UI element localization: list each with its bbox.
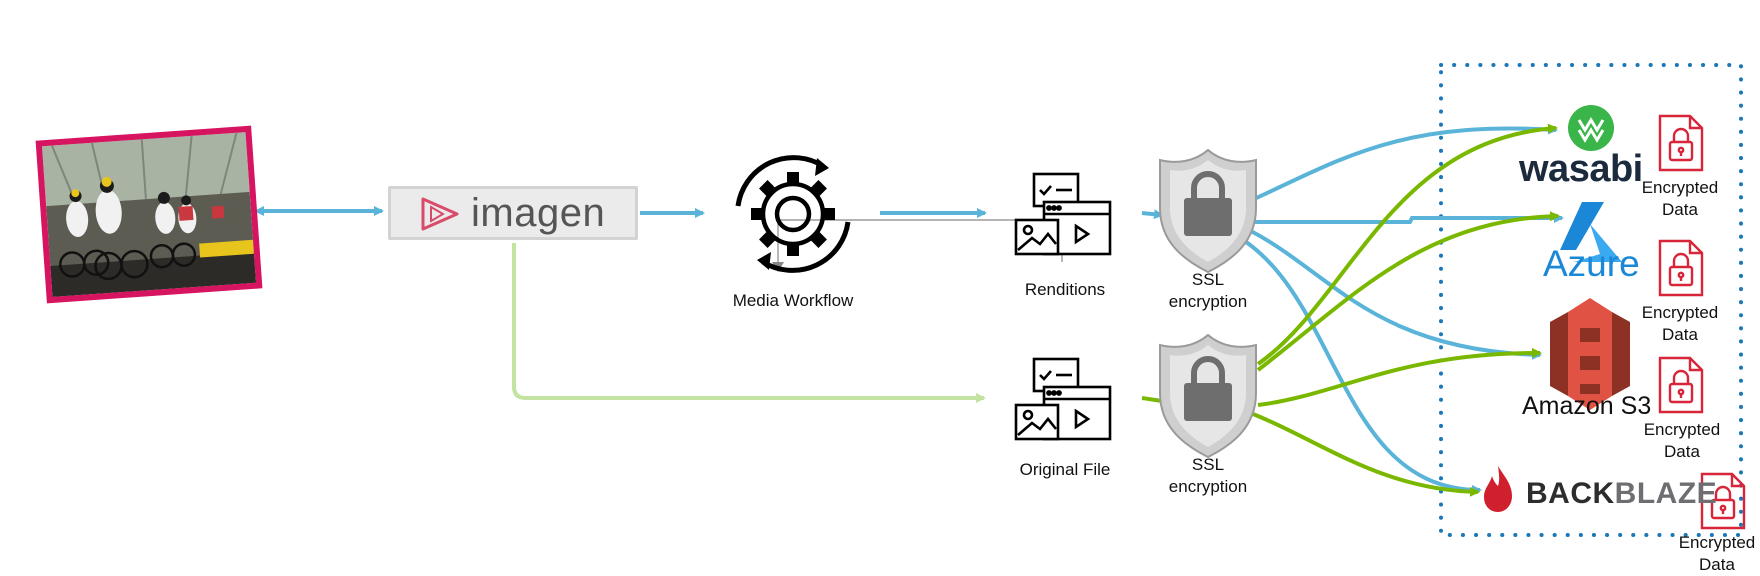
gear-icon (735, 155, 851, 273)
imagen-play-icon (421, 197, 459, 231)
flow-ssl2-azure (1256, 211, 1560, 372)
flow-ssl2-wasabi (1256, 123, 1558, 366)
shield-lock-icon (1159, 148, 1257, 274)
amazon-s3-logo-text: Amazon S3 (1522, 392, 1652, 420)
imagen-logo: imagen (388, 186, 638, 240)
imagen-logo-text: imagen (471, 191, 606, 235)
renditions-icon (1014, 172, 1112, 256)
encrypted-data-line1: Encrypted (1641, 178, 1719, 197)
original-ssl-arrow (1141, 396, 1163, 403)
flow-ssl2-backblaze (1247, 410, 1480, 497)
ssl-bottom-line2: encryption (1168, 477, 1248, 496)
imagen-original-arrow (512, 243, 986, 403)
encrypted-data-line1: Encrypted (1678, 533, 1756, 552)
ssl-bottom-line1: SSL (1191, 455, 1225, 474)
encrypted-file-icon (1658, 114, 1704, 172)
encrypted-data-line2: Data (1662, 325, 1698, 344)
encrypted-data-label-2: Encrypted Data (1632, 302, 1728, 346)
renditions-label: Renditions (1024, 280, 1106, 299)
renditions-ssl-arrow (1141, 209, 1164, 220)
backblaze-logo-text: BACKBLAZE (1526, 477, 1717, 511)
flow-ssl1-backblaze (1238, 236, 1482, 495)
ssl-bottom-label: SSL encryption (1158, 454, 1258, 498)
encrypted-data-line1: Encrypted (1641, 303, 1719, 322)
wasabi-logo-text: wasabi (1519, 148, 1643, 190)
backblaze-logo-part2: BLAZE (1614, 477, 1718, 510)
flow-ssl1-azure (1252, 213, 1564, 224)
flow-ssl1-s3 (1244, 226, 1542, 360)
encrypted-data-label-1: Encrypted Data (1632, 177, 1728, 221)
flow-ssl1-wasabi (1251, 124, 1558, 202)
cycling-photo-illustration (41, 132, 257, 297)
azure-logo-icon (1560, 202, 1622, 262)
original-file-label: Original File (1019, 460, 1111, 479)
ssl-top-line2: encryption (1168, 292, 1248, 311)
media-workflow-label: Media Workflow (732, 291, 854, 310)
encrypted-data-label-3: Encrypted Data (1634, 419, 1730, 463)
shield-lock-icon (1159, 333, 1257, 459)
encrypted-data-line2: Data (1662, 200, 1698, 219)
encrypted-file-icon (1658, 356, 1704, 414)
wasabi-logo-icon (1568, 105, 1614, 151)
encrypted-file-icon (1658, 239, 1704, 297)
encrypted-data-line1: Encrypted (1643, 420, 1721, 439)
source-photo (35, 125, 263, 304)
backblaze-flame-icon (1484, 466, 1512, 512)
flow-ssl2-s3 (1257, 347, 1542, 407)
azure-logo-text: Azure (1543, 243, 1640, 284)
encrypted-data-line2: Data (1664, 442, 1700, 461)
original-file-icon (1014, 357, 1112, 441)
amazon-s3-logo-icon (1550, 298, 1630, 410)
ssl-top-label: SSL encryption (1158, 269, 1258, 313)
backblaze-logo-part1: BACK (1526, 477, 1615, 510)
encrypted-data-line2: Data (1699, 555, 1735, 574)
encrypted-data-label-4: Encrypted Data (1674, 532, 1760, 576)
encrypted-file-icon (1700, 472, 1746, 530)
ssl-top-line1: SSL (1191, 270, 1225, 289)
